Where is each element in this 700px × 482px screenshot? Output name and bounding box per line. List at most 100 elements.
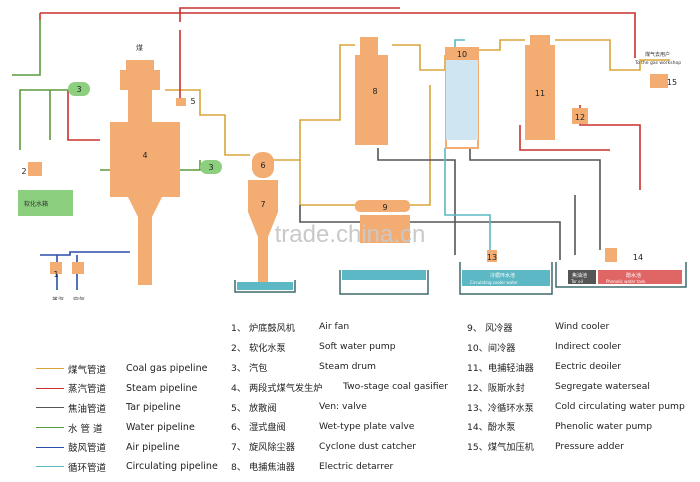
part-name-zh: 2、 软化水泵	[231, 342, 286, 354]
part-name-zh: 15、煤气加压机	[467, 442, 534, 454]
pressure-adder	[650, 74, 668, 88]
gas-pipeline-7	[410, 85, 431, 206]
phenol-tank	[598, 270, 682, 284]
phenol-tank-label: 酚水池	[626, 272, 641, 279]
part-name-en: Wet-type plate valve	[319, 420, 415, 432]
indirect-cooler-head	[446, 48, 478, 60]
tar-tank-label-en: Tar oil	[570, 279, 583, 284]
circ-pipeline-1	[444, 148, 491, 258]
part-name-zh: 8、 电捕焦油器	[231, 462, 295, 474]
steam-pipeline-top2	[179, 7, 400, 22]
part-name-en: Indirect cooler	[555, 341, 621, 353]
part-name-en: Electric detarrer	[319, 460, 394, 472]
steam-drum-1	[68, 82, 90, 96]
part-item: 5、 放散阀 Ven: valve	[231, 397, 448, 417]
part-item: 11、电捕轻油器 Eectric deoiler	[467, 357, 685, 377]
part-name-zh: 9、 风冷器	[467, 322, 513, 334]
part-name-en: Soft water pump	[319, 341, 396, 353]
part-name-en: Air fan	[319, 321, 350, 333]
soft-water-label: 软化水箱	[24, 200, 48, 208]
part-name-en: Steam drum	[319, 361, 376, 373]
part-name-zh: 14、酚水泵	[467, 422, 516, 434]
part-name-en: Ven: valve	[319, 401, 367, 412]
steam-pipeline-top	[40, 12, 636, 58]
num-6: 6	[260, 161, 265, 170]
part-name-zh: 1、 炉底鼓风机	[231, 322, 295, 334]
tar-pipeline-1	[377, 148, 456, 255]
electric-deoiler	[525, 35, 555, 140]
legend-label-zh: 焦油管道	[68, 403, 107, 415]
part-name-en: Wind cooler	[555, 321, 610, 333]
air-pipeline-1	[40, 251, 130, 256]
num-12: 12	[575, 113, 585, 122]
gas-pipeline-1	[165, 89, 250, 156]
water-pipeline-top	[12, 20, 41, 76]
part-name-zh: 6、 湿式盘阀	[231, 422, 286, 434]
air-label: 空气	[73, 296, 85, 300]
num-3b: 3	[208, 163, 213, 172]
air-fan-2	[72, 262, 84, 274]
part-name-zh: 13、冷循环水泵	[467, 402, 534, 414]
gas-pipeline-4	[478, 39, 525, 51]
part-name-zh: 10、间冷器	[467, 342, 516, 354]
legend-swatch	[36, 368, 64, 370]
legend-item: 蒸汽管道 Steam pipeline	[36, 379, 236, 399]
legend-label-en: Steam pipeline	[126, 382, 198, 394]
phenolic-water-pump	[605, 248, 617, 262]
legend-swatch	[36, 446, 64, 448]
legend-label-en: Air pipeline	[126, 441, 180, 453]
wind-cooler-base	[360, 215, 410, 243]
part-name-en: Eectric deoiler	[555, 361, 622, 373]
part-name-en: Cold circulating water pump	[555, 401, 685, 412]
tar-tank-label: 焦油池	[572, 272, 587, 279]
gas-pipeline-5	[555, 39, 670, 71]
tar-pipeline-3	[469, 148, 601, 250]
steam-pipeline-4	[579, 105, 641, 190]
cooler-pool	[342, 270, 426, 280]
legend-label-zh: 蒸汽管道	[68, 384, 107, 396]
part-name-zh: 5、 放散阀	[231, 402, 277, 414]
water-pipeline-2	[19, 89, 70, 150]
num-4: 4	[142, 151, 147, 160]
num-5: 5	[190, 97, 195, 106]
gas-pipeline-3	[392, 44, 446, 71]
legend-label-zh: 水 管 道	[68, 423, 103, 435]
num-2: 2	[21, 167, 26, 176]
gasifier	[110, 122, 180, 285]
parts-list-right: 9、 风冷器 Wind cooler 10、间冷器 Indirect cooler 11…	[467, 317, 685, 456]
legend-item: 水 管 道 Water pipeline	[36, 418, 236, 438]
num-10: 10	[457, 50, 467, 59]
basin-circulating	[459, 262, 553, 295]
part-item: 1、 炉底鼓风机 Air fan	[231, 317, 448, 337]
legend-swatch	[36, 427, 64, 429]
part-name-en: Cyclone dust catcher	[319, 440, 417, 452]
watermark: trade.china.cn	[275, 221, 426, 248]
cyclone-dust-catcher	[248, 180, 278, 285]
phenol-tank-label-en: Phenolic water tank	[606, 279, 646, 284]
legend-label-zh: 循环管道	[68, 462, 107, 474]
vent-label-en: To the gas workshop	[634, 60, 681, 66]
steam-label: 蒸汽	[52, 296, 64, 300]
legend-label-en: Water pipeline	[126, 422, 195, 434]
soft-water-tank	[18, 190, 73, 216]
legend-swatch	[36, 387, 64, 389]
electric-detarrer	[355, 37, 388, 145]
num-14: 14	[633, 253, 643, 262]
steam-pipeline-5	[519, 125, 610, 151]
coal-label: 煤	[136, 43, 143, 52]
part-name-zh: 11、电捕轻油器	[467, 362, 534, 374]
gas-pipeline-6	[299, 160, 360, 206]
air-fan	[50, 262, 62, 274]
circulating-tank-label-en: Circulating cooler water	[470, 280, 518, 285]
num-3a: 3	[76, 85, 81, 94]
part-name-en: Two-stage coal gasifier	[343, 381, 448, 393]
part-item: 6、 湿式盘阀 Wet-type plate valve	[231, 416, 448, 436]
vent-label: 煤气去用户	[645, 51, 670, 58]
